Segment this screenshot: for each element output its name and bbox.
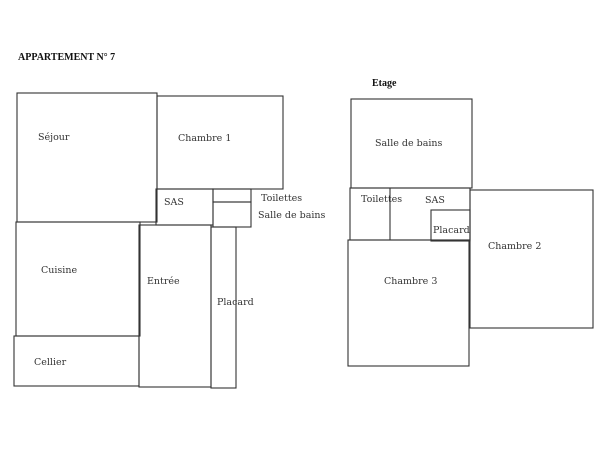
room-chambre-3 (347, 239, 470, 367)
label-toilettes: Toilettes (261, 193, 302, 204)
label-sas: SAS (164, 197, 184, 208)
label-chambre-2: Chambre 2 (488, 241, 541, 252)
room-toilettes (212, 188, 252, 203)
room-sejour (16, 92, 158, 223)
label-salle-de-bains-etage: Salle de bains (375, 138, 443, 149)
label-entree: Entrée (147, 276, 180, 287)
label-cuisine: Cuisine (41, 265, 77, 276)
label-salle-de-bains: Salle de bains (258, 210, 326, 221)
room-entree (138, 224, 212, 388)
room-placard (210, 226, 237, 389)
label-sas-etage: SAS (425, 195, 445, 206)
upper-floor-plan: Etage Salle de bains Toilettes SAS Placa… (347, 78, 594, 367)
room-cellier (13, 335, 140, 387)
label-chambre-1: Chambre 1 (178, 133, 231, 144)
ground-floor-plan: Séjour Chambre 1 SAS Toilettes Salle de … (13, 92, 326, 389)
label-placard-etage: Placard (433, 225, 470, 236)
label-toilettes-etage: Toilettes (361, 194, 402, 205)
room-cuisine (15, 221, 141, 337)
label-cellier: Cellier (34, 357, 67, 368)
label-placard: Placard (217, 297, 254, 308)
room-salle-de-bains (212, 201, 252, 228)
room-chambre-2 (469, 189, 594, 329)
label-sejour: Séjour (38, 132, 70, 143)
plan-title: APPARTEMENT N° 7 (18, 52, 115, 63)
label-chambre-3: Chambre 3 (384, 276, 437, 287)
upper-floor-heading: Etage (372, 78, 397, 89)
